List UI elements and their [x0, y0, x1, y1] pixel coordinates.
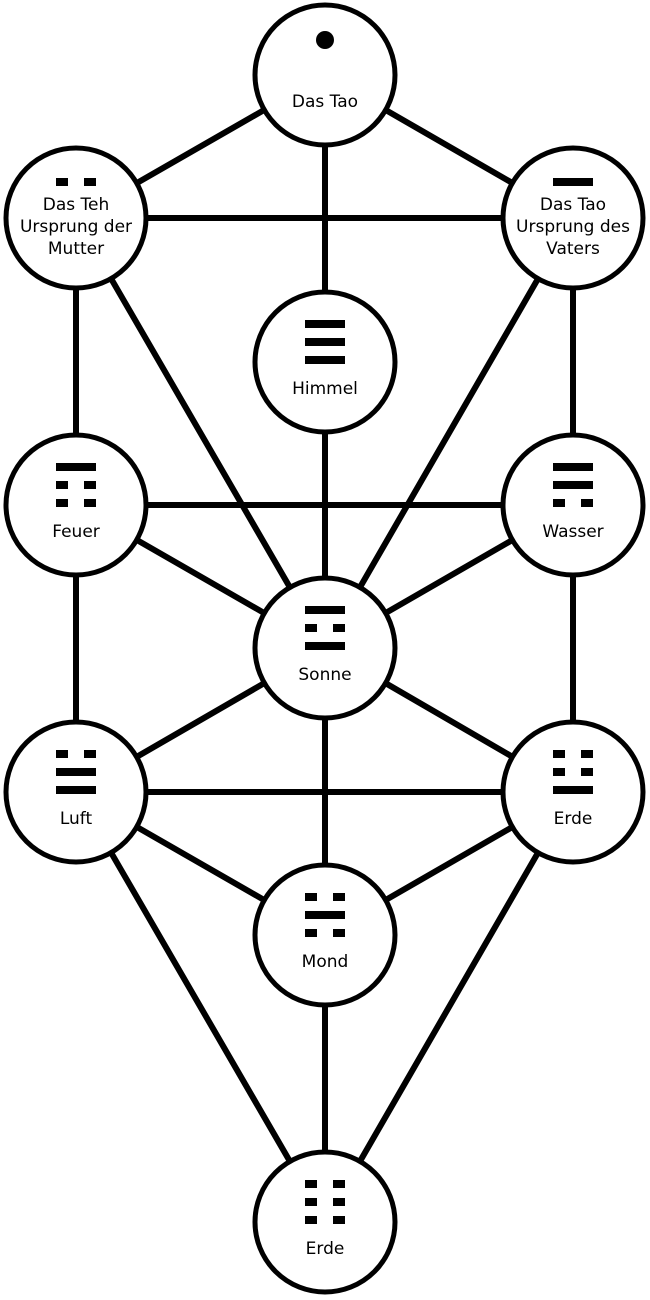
node-circle [252, 2, 398, 148]
trigram-icon [305, 606, 345, 650]
node-mond: Mond [252, 862, 398, 1008]
node-circle [500, 145, 646, 291]
node-circle [500, 432, 646, 578]
node-label: Wasser [542, 522, 603, 542]
dot-symbol-icon [316, 31, 334, 49]
node-circle [3, 432, 149, 578]
node-label: Sonne [298, 665, 351, 685]
node-tao: Das Tao [252, 2, 398, 148]
trigram-icon [553, 463, 593, 507]
solid-symbol-icon [553, 178, 593, 186]
node-circle [252, 1149, 398, 1295]
node-label: Ursprung der [20, 217, 132, 237]
node-label: Luft [60, 809, 93, 829]
node-circle [252, 862, 398, 1008]
node-label: Das Tao [292, 92, 358, 112]
node-label: Erde [306, 1239, 345, 1259]
trigram-icon [305, 1180, 345, 1224]
node-erde1: Erde [500, 719, 646, 865]
node-label: Erde [554, 809, 593, 829]
node-label: Mutter [48, 239, 104, 259]
node-feuer: Feuer [3, 432, 149, 578]
edge-erde1-erde2 [322, 789, 576, 1225]
node-label: Feuer [52, 522, 100, 542]
node-label: Himmel [292, 379, 358, 399]
node-erde2: Erde [252, 1149, 398, 1295]
trigram-icon [305, 893, 345, 937]
node-label: Mond [302, 952, 349, 972]
edge-luft-erde2 [73, 789, 328, 1225]
node-label: Vaters [546, 239, 600, 259]
node-label: Ursprung des [516, 217, 630, 237]
trigram-icon [56, 750, 96, 794]
node-himmel: Himmel [252, 289, 398, 435]
node-circle [3, 145, 149, 291]
trigram-icon [305, 320, 345, 364]
node-luft: Luft [3, 719, 149, 865]
trigram-icon [553, 750, 593, 794]
node-label: Das Tao [540, 195, 606, 215]
edge-vater-sonne [322, 215, 576, 651]
edge-teh-sonne [73, 215, 328, 651]
node-sonne: Sonne [252, 575, 398, 721]
broken-symbol-icon [56, 178, 96, 186]
trigram-icon [56, 463, 96, 507]
node-label: Das Teh [43, 195, 110, 215]
node-wasser: Wasser [500, 432, 646, 578]
